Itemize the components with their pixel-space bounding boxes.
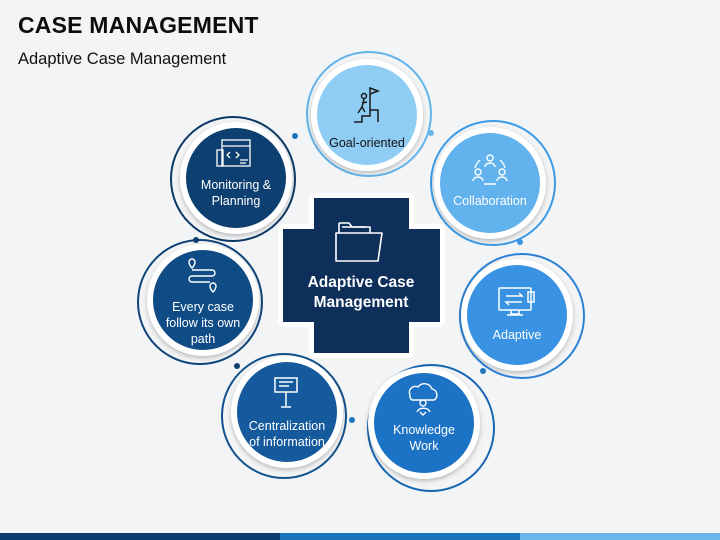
connector-dot — [480, 368, 486, 374]
node-label-line2: Planning — [212, 194, 261, 208]
center-title-line1: Adaptive Case — [308, 274, 415, 291]
center-title-line2: Management — [314, 294, 409, 311]
page-title: CASE MANAGEMENT — [18, 12, 259, 38]
collaboration-icon — [472, 154, 508, 185]
signboard-icon — [274, 377, 298, 408]
node-centralization: Centralization of information — [221, 353, 355, 479]
node-label: Adaptive — [493, 328, 542, 342]
node-knowledge-work: Knowledge Work — [367, 364, 495, 492]
page-subtitle: Adaptive Case Management — [18, 50, 227, 68]
node-label-line1: Knowledge — [393, 423, 455, 437]
bottom-color-bar — [0, 533, 720, 540]
node-collaboration: Collaboration — [428, 120, 556, 246]
node-every-case: Every case follow its own path — [137, 239, 263, 369]
node-ring — [221, 353, 347, 479]
route-icon — [188, 258, 217, 293]
connector-dot — [517, 239, 523, 245]
node-ring — [170, 116, 296, 242]
connector-dot — [349, 417, 355, 423]
bar-segment — [520, 533, 720, 540]
node-label-line2: Work — [410, 439, 440, 453]
bar-segment — [0, 533, 280, 540]
cloud-brain-icon — [408, 383, 438, 416]
connector-dot — [428, 130, 434, 136]
node-label-line2: follow its own — [166, 316, 240, 330]
node-label: Collaboration — [453, 194, 527, 208]
connector-dot — [234, 363, 240, 369]
code-window-icon — [216, 139, 251, 167]
node-label-line1: Monitoring & — [201, 178, 272, 192]
node-ring — [137, 239, 263, 365]
monitor-icon — [498, 287, 535, 316]
center-cross: Adaptive Case Management — [278, 193, 445, 358]
node-adaptive: Adaptive — [459, 239, 585, 379]
node-label-line2: of information — [249, 435, 325, 449]
goal-flag-icon — [354, 86, 381, 123]
connector-dot — [193, 237, 199, 243]
node-label: Goal-oriented — [329, 136, 405, 150]
node-ring — [430, 120, 556, 246]
connector-dot — [292, 133, 298, 139]
node-ring — [459, 253, 585, 379]
node-label-line1: Centralization — [249, 419, 325, 433]
folder-icon — [335, 222, 383, 262]
node-label-line1: Every case — [172, 300, 234, 314]
bar-segment — [280, 533, 520, 540]
node-label-line3: path — [191, 332, 215, 346]
node-monitoring-planning: Monitoring & Planning — [170, 116, 296, 243]
node-ring — [367, 364, 495, 492]
node-ring — [306, 51, 432, 177]
node-goal-oriented: Goal-oriented — [292, 51, 432, 177]
